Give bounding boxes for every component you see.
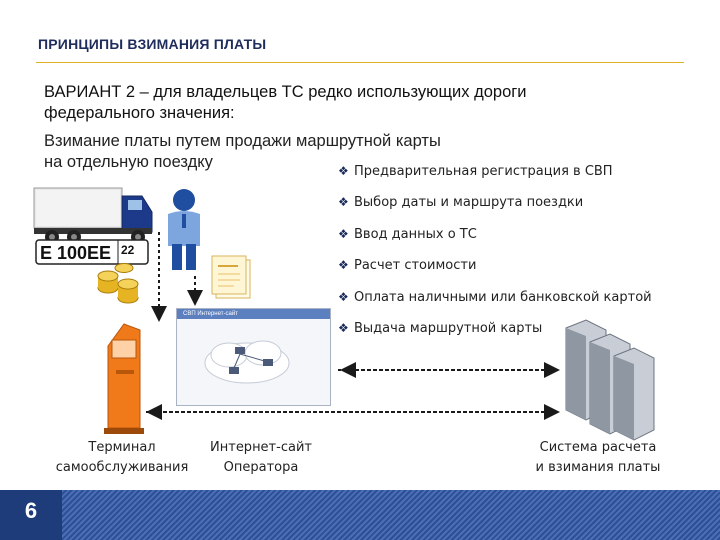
- document-icon: [212, 256, 250, 298]
- plate-number: Е 100ЕЕ: [40, 243, 111, 263]
- website-caption: Интернет-сайт Оператора: [196, 438, 326, 478]
- license-plate: Е 100ЕЕ 22: [36, 240, 148, 264]
- caption-line: Оператора: [196, 458, 326, 478]
- page-number: 6: [0, 498, 62, 524]
- coins-icon: [98, 264, 138, 304]
- caption-line: Интернет-сайт: [196, 438, 326, 458]
- caption-line: самообслуживания: [52, 458, 192, 478]
- website-window: СВП Интернет-сайт: [176, 308, 331, 406]
- kiosk-icon: [104, 324, 144, 434]
- server-rack-icon: [566, 320, 654, 440]
- network-cloud-icon: [177, 319, 330, 405]
- caption-line: Терминал: [52, 438, 192, 458]
- person-icon: [168, 189, 200, 270]
- terminal-caption: Терминал самообслуживания: [52, 438, 192, 478]
- footer-stripe: [62, 490, 720, 540]
- caption-line: и взимания платы: [526, 458, 670, 478]
- caption-line: Система расчета: [526, 438, 670, 458]
- plate-region: 22: [121, 243, 135, 257]
- website-window-titlebar: СВП Интернет-сайт: [177, 309, 330, 319]
- system-caption: Система расчета и взимания платы: [526, 438, 670, 478]
- truck-icon: [34, 188, 152, 244]
